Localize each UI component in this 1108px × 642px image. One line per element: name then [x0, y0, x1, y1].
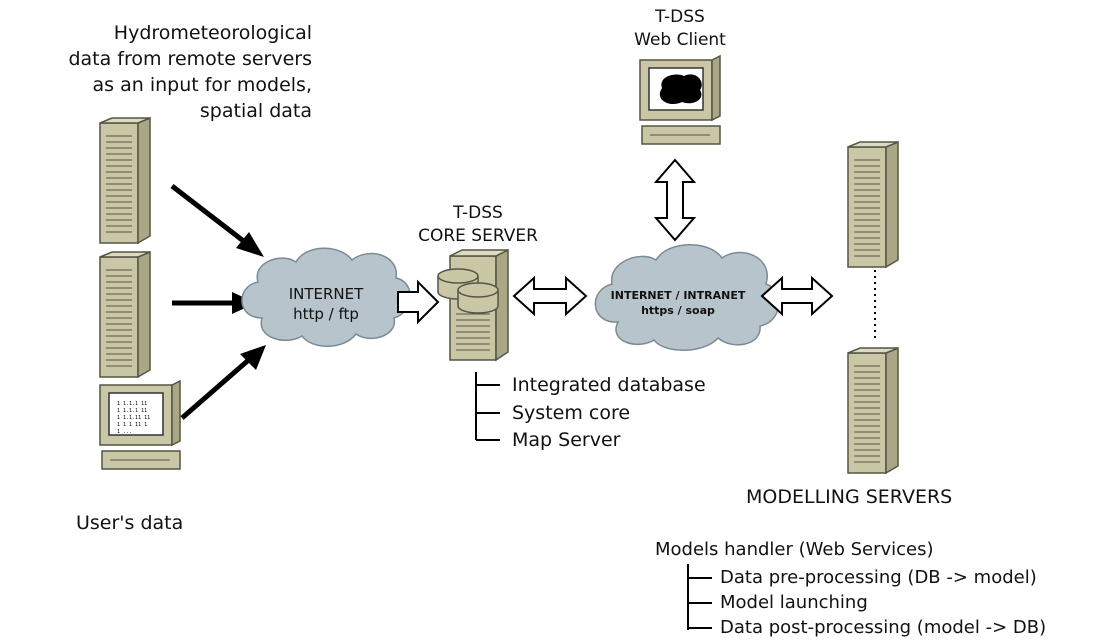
web-client-computer — [639, 55, 721, 145]
intranet-cloud-line2: https / soap — [641, 304, 715, 317]
core-server-title: T-DSS CORE SERVER — [396, 202, 560, 248]
input-label-line: as an input for models, — [92, 74, 312, 96]
user-screen-text: 1 1.1.1 11 1 1.1.1 11 1 1.1.11 11 1 1 1 … — [117, 401, 161, 436]
web-client-title: T-DSS Web Client — [610, 6, 750, 52]
modelling-step-pre-processing: Data pre-processing (DB -> model) — [720, 567, 1037, 588]
input-label-line: spatial data — [199, 100, 312, 122]
core-server-title-line1: T-DSS — [453, 203, 503, 223]
core-server-title-line2: CORE SERVER — [418, 226, 538, 246]
intranet-cloud-text: INTERNET / INTRANET https / soap — [588, 288, 768, 318]
input-label-line: Hydrometeorological — [113, 22, 312, 44]
screen-line: 1 1.1.11 11 — [117, 415, 151, 421]
modelling-server-2 — [847, 347, 899, 474]
screen-line: 1 1.1.1 11 — [117, 408, 148, 414]
arrow-intranet-modelling — [760, 275, 834, 317]
users-data-label: User's data — [76, 512, 184, 534]
arrow-to-core — [397, 279, 440, 325]
modelling-step-post-processing: Data post-processing (model -> DB) — [720, 617, 1047, 638]
core-component-integrated-database: Integrated database — [512, 374, 706, 396]
core-components-tree — [475, 372, 500, 441]
screen-line: 1 ... — [117, 429, 133, 435]
core-component-system-core: System core — [512, 402, 631, 424]
models-handler-label: Models handler (Web Services) — [655, 539, 934, 560]
internet-cloud-text: INTERNET http / ftp — [256, 284, 396, 324]
remote-server-1 — [99, 117, 151, 244]
input-label-line: data from remote servers — [68, 48, 312, 70]
intranet-cloud-line1: INTERNET / INTRANET — [610, 289, 746, 302]
modelling-servers-title: MODELLING SERVERS — [746, 486, 953, 508]
internet-cloud — [241, 247, 411, 347]
web-client-title-line2: Web Client — [634, 30, 726, 50]
internet-cloud-line2: http / ftp — [293, 305, 359, 323]
arrow-client-intranet — [653, 158, 697, 242]
remote-server-2 — [99, 251, 151, 378]
screen-line: 1 1.1.1 11 — [117, 401, 148, 407]
screen-line: 1 1 1 11 1 — [117, 422, 148, 428]
modelling-server-1 — [847, 141, 899, 268]
modelling-steps-tree — [687, 564, 712, 630]
input-data-label: Hydrometeorological data from remote ser… — [20, 20, 312, 124]
internet-cloud-line1: INTERNET — [288, 285, 364, 303]
arrow-core-intranet — [512, 275, 588, 317]
core-component-map-server: Map Server — [512, 429, 621, 451]
input-arrows — [170, 184, 266, 420]
modelling-step-model-launching: Model launching — [720, 592, 868, 613]
intranet-cloud — [594, 244, 780, 351]
web-client-title-line1: T-DSS — [655, 7, 705, 27]
core-server-icon — [437, 248, 509, 362]
